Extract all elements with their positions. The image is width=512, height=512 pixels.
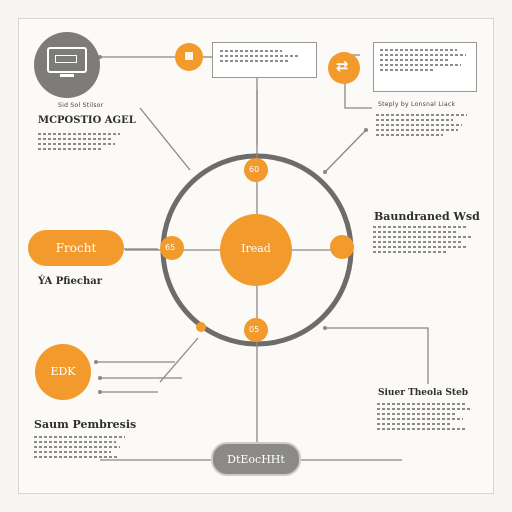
center-hub [220,214,292,286]
connector-diag-bottom-left [159,337,199,383]
chevron-icon: ⇄ [336,57,349,75]
bottom-right-text [377,403,475,430]
right-heading: Baundraned Wsd [374,210,480,223]
connector-diag-top-right [324,129,367,173]
node-right [330,235,354,259]
connector-dot [364,128,368,132]
connector-dot [323,326,327,330]
left-caption: ÝA Pfiechar [38,276,102,287]
node-bottom-label: 05 [249,325,260,334]
node-bottom [244,318,268,342]
node-left-label: 65 [165,243,176,252]
connector-dot [98,376,102,380]
node-top-small-glyph [185,52,193,60]
right-text [373,226,477,253]
bottom-left-heading: Saum Pembresis [34,418,137,431]
big-circle-label: EDK [50,365,76,378]
big-orange-circle [35,344,91,400]
center-label: Iread [241,242,271,255]
top-left-text [38,133,124,150]
connector-right-bottom [325,327,429,384]
node-small-bottom-left [196,322,206,332]
bottom-pill: DtEocHHt [211,442,301,476]
connector-dot [98,390,102,394]
node-left [160,236,184,260]
top-info-box [212,42,317,78]
top-left-heading: MCPOSTIO AGEL [38,115,136,126]
node-top-label: 60 [249,165,260,174]
connector-dot [94,360,98,364]
node-top-right [328,52,360,84]
monitor-icon [47,47,87,79]
top-right-text [376,114,472,136]
left-pill: Frocht [28,230,124,266]
node-top [244,158,268,182]
top-right-info-box [373,42,477,92]
connector-diag-top-left [139,107,191,171]
connector-dot [323,170,327,174]
bottom-left-text [34,436,130,458]
top-right-caption: Steply by Lonsnal Liack [378,101,456,108]
top-left-caption: Sid Sol Stilsor [58,102,104,109]
bottom-right-heading: Siuer Theola Steb [378,388,469,398]
